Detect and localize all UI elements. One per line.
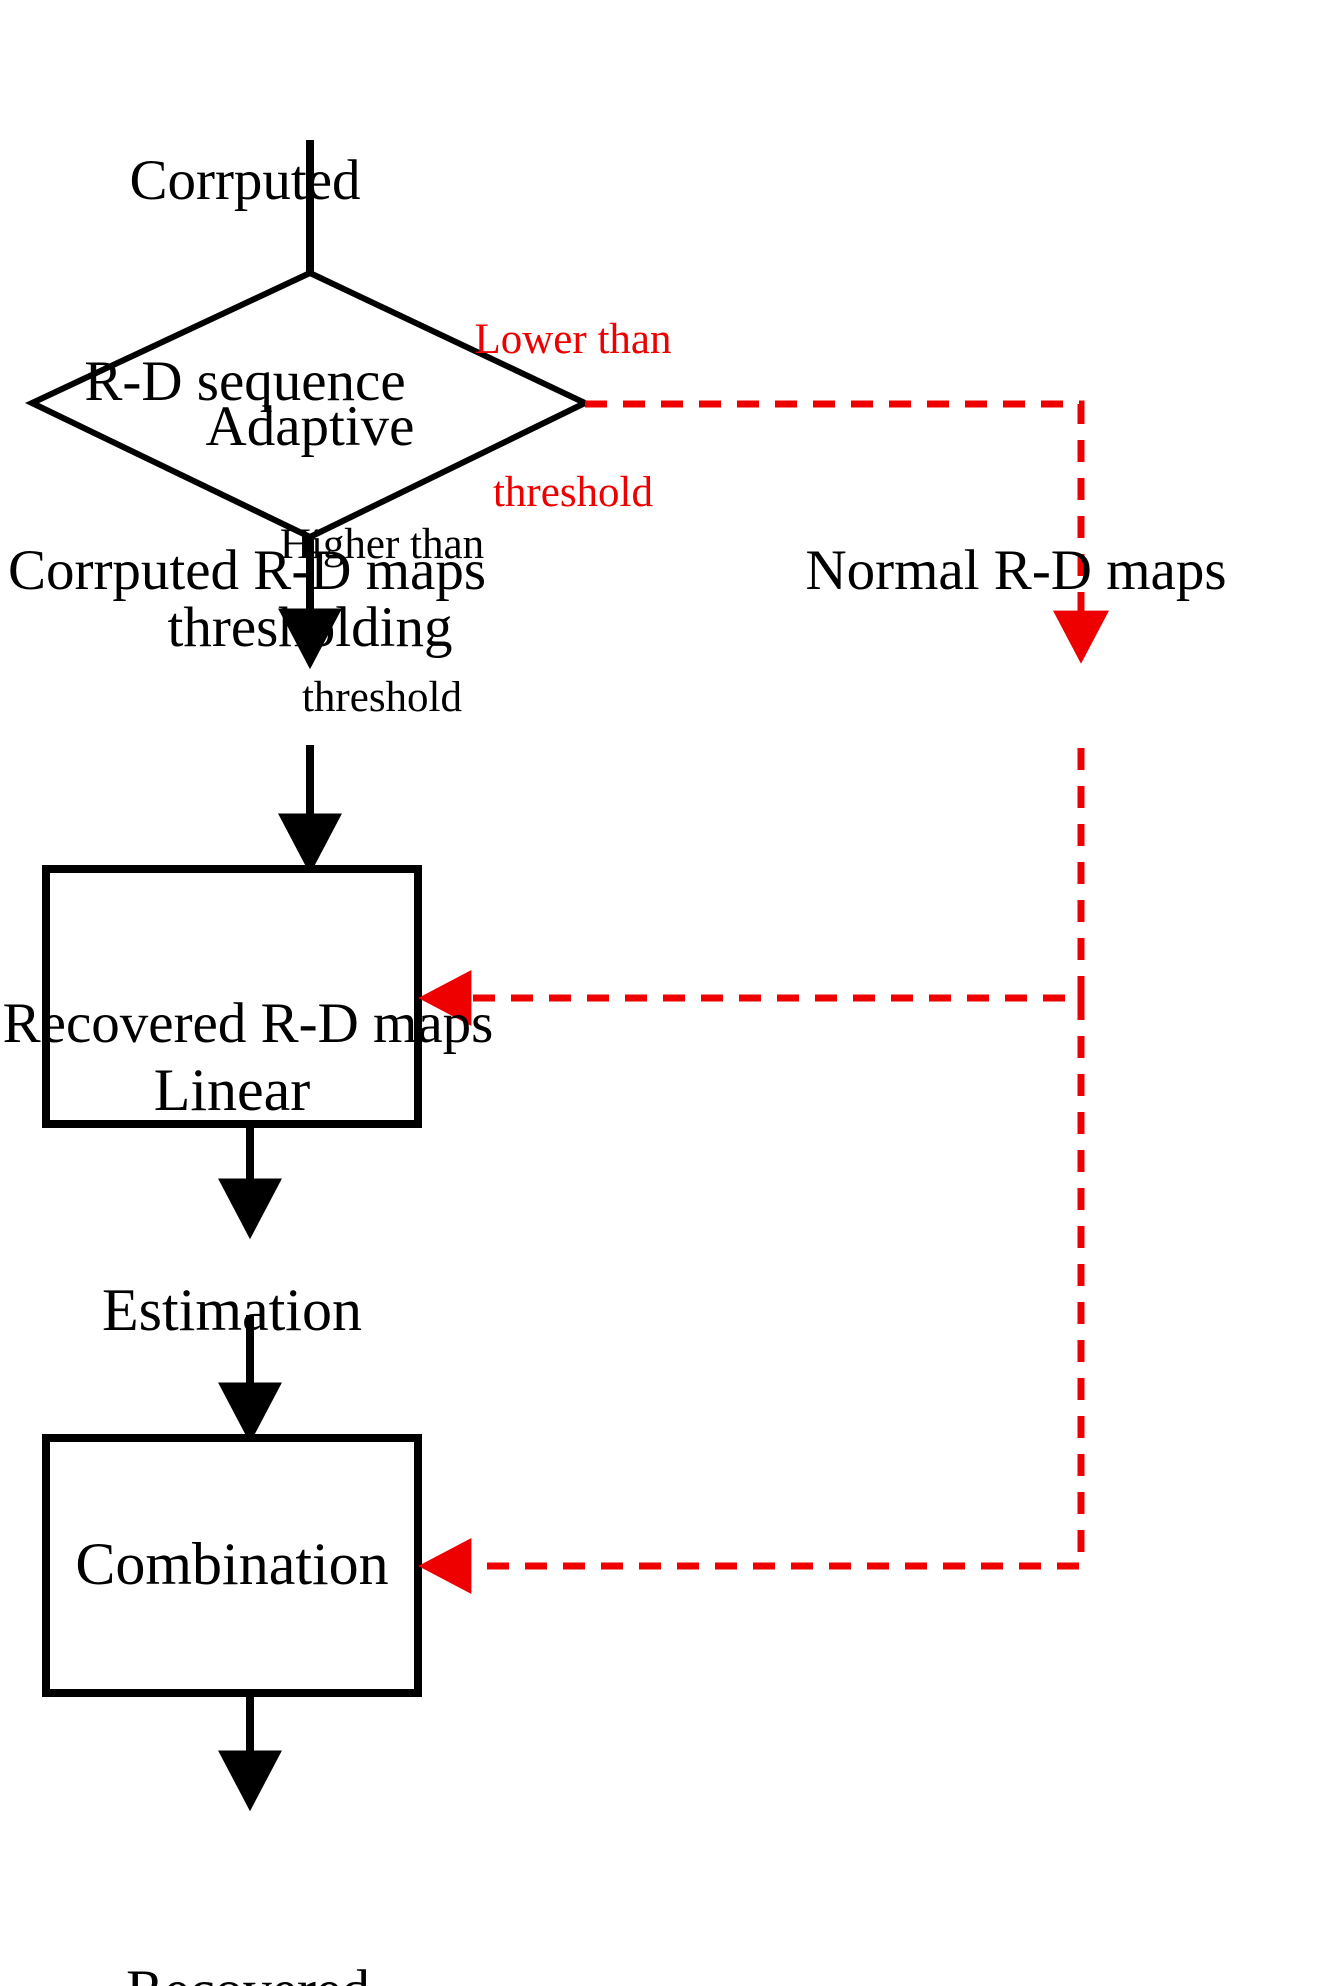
- lower-than-threshold-line2: threshold: [492, 468, 654, 516]
- input-sequence-line2: R-D sequence: [84, 350, 406, 414]
- input-sequence-line1: Corrputed: [129, 148, 361, 212]
- edge-label-lower-than-threshold: Lower than threshold: [458, 214, 688, 620]
- edge-label-higher-than-threshold: Higher than threshold: [272, 419, 492, 825]
- output-sequence-label: Recovered R-D sequence: [0, 1822, 528, 1986]
- decision-label[interactable]: Adaptive thresholding: [95, 258, 525, 796]
- output-sequence-line1: Recovered: [0, 1957, 528, 1986]
- higher-than-threshold-line1: Higher than: [279, 521, 485, 569]
- linear-estimation-box-shape: [42, 865, 422, 1128]
- lower-than-threshold-line1: Lower than: [474, 316, 672, 364]
- recovered-maps-label: Recovered R-D maps: [2, 992, 494, 1055]
- red-connector-normal-maps-to-linear-estimation: [418, 748, 1085, 1026]
- linear-estimation-label[interactable]: Linear Estimation: [42, 908, 422, 1494]
- combination-box-shape: [42, 1434, 422, 1697]
- input-sequence-label: Corrputed R-D sequence: [0, 12, 505, 550]
- red-connector-decision-to-normal-maps: [585, 400, 1109, 664]
- corrupted-maps-label: Corrputed R-D maps: [7, 539, 487, 602]
- linear-estimation-line2: Estimation: [102, 1276, 362, 1343]
- linear-estimation-line1: Linear: [153, 1057, 311, 1124]
- normal-maps-label: Normal R-D maps: [805, 539, 1227, 602]
- decision-line2: thresholding: [167, 596, 453, 660]
- higher-than-threshold-line2: threshold: [301, 673, 463, 721]
- combination-label[interactable]: Combination: [75, 1531, 389, 1597]
- red-connector-normal-maps-to-combination: [418, 998, 1085, 1594]
- decision-line1: Adaptive: [205, 394, 415, 458]
